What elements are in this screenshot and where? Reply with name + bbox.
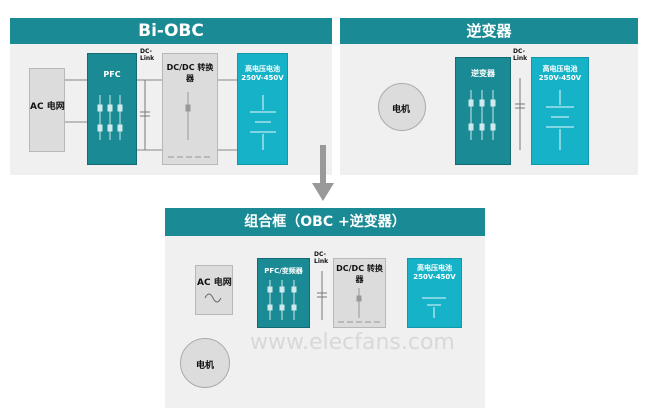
motor-label: 电机 bbox=[196, 361, 215, 371]
combo-title: 组合框（OBC +逆变器） bbox=[165, 208, 485, 236]
inverter-title: 逆变器 bbox=[340, 18, 638, 44]
motor-circle bbox=[180, 338, 230, 388]
biobc-title: Bi-OBC bbox=[10, 18, 332, 44]
watermark: www.elecfans.com bbox=[250, 330, 455, 355]
inverter-label: 逆变器 bbox=[471, 69, 495, 78]
ac-grid-box bbox=[195, 265, 233, 315]
pfc-inverter-label: PFC/变频器 bbox=[264, 267, 303, 275]
pfc-label: PFC bbox=[103, 70, 121, 79]
ac-grid-box bbox=[29, 68, 65, 152]
dcdc-label: DC/DC 转换器 bbox=[166, 63, 214, 83]
pfc-inverter-box bbox=[257, 258, 310, 328]
motor-label: 电机 bbox=[392, 105, 411, 115]
dc-link-label: DC-Link bbox=[140, 48, 155, 62]
inverter-box bbox=[455, 57, 511, 165]
ac-grid-label: AC 电网 bbox=[197, 278, 232, 288]
dc-link-label: DC-Link bbox=[513, 48, 528, 62]
dcdc-label: DC/DC 转换器 bbox=[336, 264, 383, 284]
dc-link-label: DC-Link bbox=[314, 251, 329, 265]
motor-circle bbox=[378, 83, 426, 131]
ac-grid-label: AC 电网 bbox=[30, 102, 65, 112]
